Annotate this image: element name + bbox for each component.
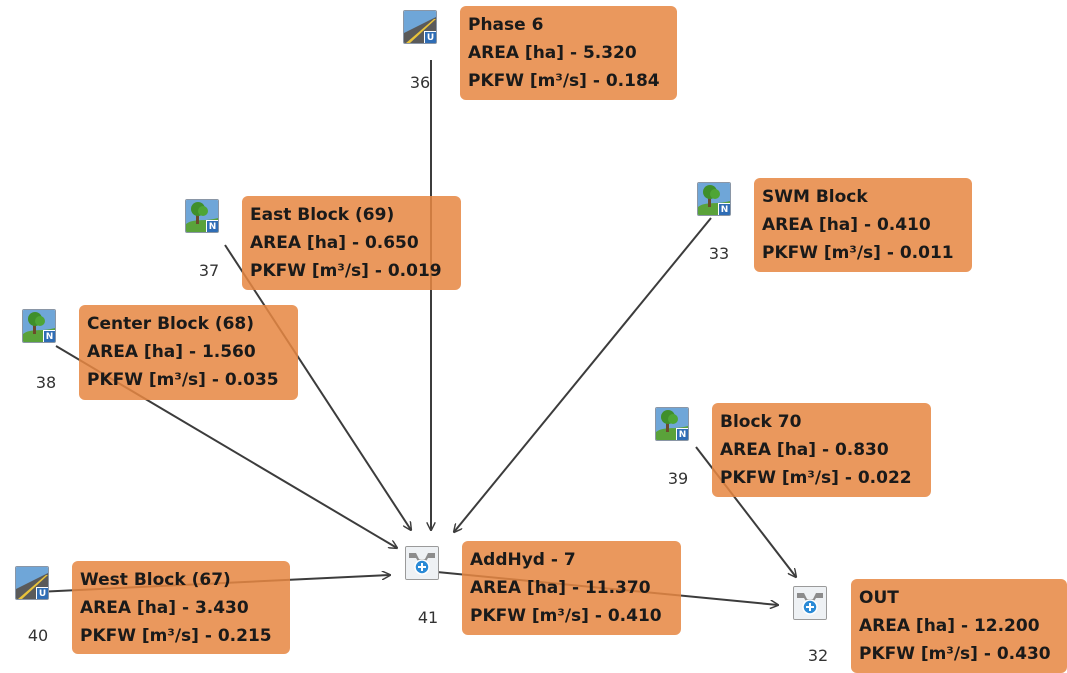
nashyd-tree-icon[interactable]: N bbox=[22, 309, 56, 343]
nashyd-tree-icon[interactable]: N bbox=[185, 199, 219, 233]
node-name: AddHyd - 7 bbox=[470, 550, 576, 570]
node-name: Center Block (68) bbox=[87, 314, 255, 334]
add-hydrograph-icon[interactable] bbox=[405, 546, 439, 580]
node-label[interactable]: East Block (69) AREA [ha] - 0.650 PKFW [… bbox=[242, 196, 461, 290]
add-hydrograph-icon[interactable] bbox=[793, 586, 827, 620]
node-area: AREA [ha] - 0.410 bbox=[762, 215, 931, 235]
node-id: 40 bbox=[27, 626, 49, 645]
nashyd-tree-icon[interactable]: N bbox=[697, 182, 731, 216]
node-label[interactable]: Phase 6 AREA [ha] - 5.320 PKFW [m³/s] - … bbox=[460, 6, 677, 100]
node-label[interactable]: Center Block (68) AREA [ha] - 1.560 PKFW… bbox=[79, 305, 298, 400]
node-badge: N bbox=[676, 428, 688, 440]
node-pkfw: PKFW [m³/s] - 0.215 bbox=[80, 626, 272, 646]
node-badge: U bbox=[424, 31, 436, 43]
node-area: AREA [ha] - 0.830 bbox=[720, 440, 889, 460]
node-id: 38 bbox=[35, 373, 57, 392]
node-pkfw: PKFW [m³/s] - 0.019 bbox=[250, 261, 442, 281]
node-label[interactable]: AddHyd - 7 AREA [ha] - 11.370 PKFW [m³/s… bbox=[462, 541, 681, 635]
node-area: AREA [ha] - 11.370 bbox=[470, 578, 651, 598]
node-id: 33 bbox=[708, 244, 730, 263]
node-area: AREA [ha] - 3.430 bbox=[80, 598, 249, 618]
node-pkfw: PKFW [m³/s] - 0.022 bbox=[720, 468, 912, 488]
node-label[interactable]: Block 70 AREA [ha] - 0.830 PKFW [m³/s] -… bbox=[712, 403, 931, 497]
node-pkfw: PKFW [m³/s] - 0.184 bbox=[468, 71, 660, 91]
node-id: 36 bbox=[409, 73, 431, 92]
node-area: AREA [ha] - 1.560 bbox=[87, 342, 256, 362]
node-badge: N bbox=[206, 220, 218, 232]
node-name: SWM Block bbox=[762, 187, 868, 207]
node-area: AREA [ha] - 12.200 bbox=[859, 616, 1040, 636]
edge-33-to-41[interactable] bbox=[454, 217, 712, 532]
node-name: Phase 6 bbox=[468, 15, 544, 35]
node-label[interactable]: West Block (67) AREA [ha] - 3.430 PKFW [… bbox=[72, 561, 290, 654]
node-name: Block 70 bbox=[720, 412, 802, 432]
node-id: 39 bbox=[667, 469, 689, 488]
node-id: 32 bbox=[807, 646, 829, 665]
node-area: AREA [ha] - 5.320 bbox=[468, 43, 637, 63]
node-label[interactable]: SWM Block AREA [ha] - 0.410 PKFW [m³/s] … bbox=[754, 178, 972, 272]
urban-road-icon[interactable]: U bbox=[15, 566, 49, 600]
node-badge: N bbox=[43, 330, 55, 342]
node-id: 41 bbox=[417, 608, 439, 627]
node-name: East Block (69) bbox=[250, 205, 395, 225]
nashyd-tree-icon[interactable]: N bbox=[655, 407, 689, 441]
node-label[interactable]: OUT AREA [ha] - 12.200 PKFW [m³/s] - 0.4… bbox=[851, 579, 1067, 673]
node-badge: U bbox=[36, 587, 48, 599]
node-badge: N bbox=[718, 203, 730, 215]
node-name: OUT bbox=[859, 588, 899, 608]
node-area: AREA [ha] - 0.650 bbox=[250, 233, 419, 253]
node-pkfw: PKFW [m³/s] - 0.035 bbox=[87, 370, 279, 390]
edge-37-to-41[interactable] bbox=[224, 244, 411, 530]
node-pkfw: PKFW [m³/s] - 0.410 bbox=[470, 606, 662, 626]
node-pkfw: PKFW [m³/s] - 0.430 bbox=[859, 644, 1051, 664]
node-name: West Block (67) bbox=[80, 570, 231, 590]
node-id: 37 bbox=[198, 261, 220, 280]
node-pkfw: PKFW [m³/s] - 0.011 bbox=[762, 243, 954, 263]
urban-road-icon[interactable]: U bbox=[403, 10, 437, 44]
